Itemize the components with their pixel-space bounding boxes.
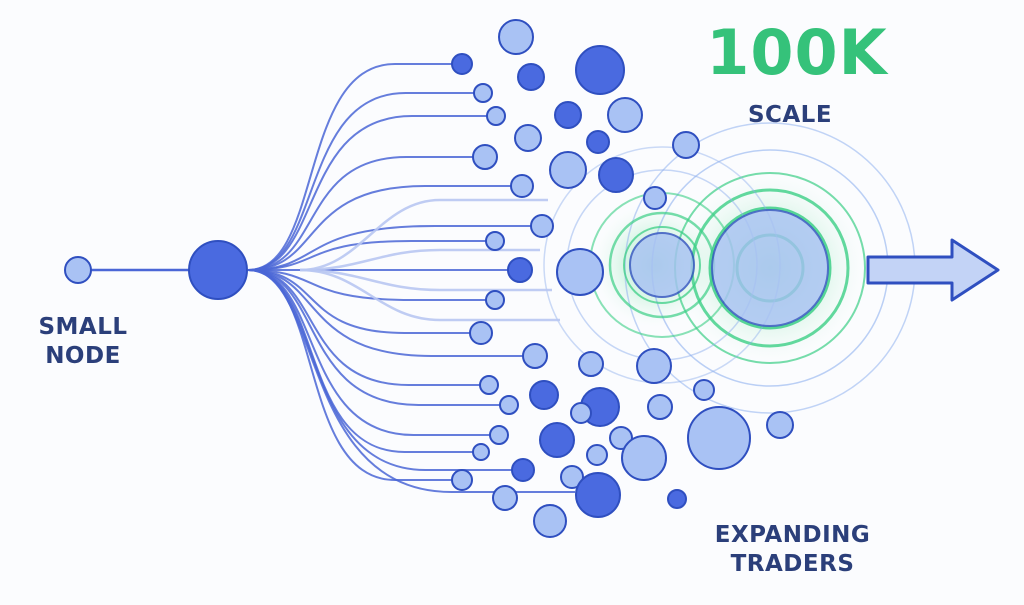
node-37: [489, 425, 509, 445]
node-41: [472, 443, 490, 461]
node-18: [530, 214, 554, 238]
node-20: [507, 257, 533, 283]
faint-branch-2: [299, 248, 540, 272]
node-14: [549, 151, 587, 189]
node-19: [485, 231, 505, 251]
small-node-label-line-2: NODE: [45, 342, 121, 369]
ripple-ring-4: [708, 206, 832, 330]
node-7: [554, 101, 582, 129]
node-15: [598, 157, 634, 193]
right-arrow-icon: [866, 238, 1000, 302]
node-35: [570, 402, 592, 424]
node-4: [517, 63, 545, 91]
node-21: [556, 248, 604, 296]
faint-branch-3: [299, 268, 552, 292]
node-8: [607, 97, 643, 133]
node-48: [575, 472, 621, 518]
node-43: [621, 435, 667, 481]
node-27: [578, 351, 604, 377]
faint-branch-1: [299, 268, 560, 322]
node-31: [693, 379, 715, 401]
branch-line-10: [247, 269, 535, 358]
node-34: [647, 394, 673, 420]
node-17: [643, 186, 667, 210]
node-3: [575, 45, 625, 95]
node-26: [522, 343, 548, 369]
node-30: [529, 380, 559, 410]
ripple-ring-10: [623, 226, 701, 304]
node-32: [499, 395, 519, 415]
node-47: [492, 485, 518, 511]
node-38: [539, 422, 575, 458]
branch-line-0: [247, 62, 462, 271]
node-44: [511, 458, 535, 482]
small-node-label: SMALL NODE: [18, 313, 148, 371]
node-6: [473, 83, 493, 103]
node-25: [469, 321, 493, 345]
branch-line-17: [247, 269, 575, 494]
arrow-shape: [866, 238, 1000, 302]
headline-value: 100K: [706, 16, 888, 89]
expanding-label-line-1: EXPANDING: [714, 522, 871, 548]
branch-line-12: [247, 269, 509, 407]
node-42: [586, 444, 608, 466]
node-5: [451, 53, 473, 75]
node-49: [667, 489, 687, 509]
faint-branch-0: [299, 198, 548, 272]
headline-caption: SCALE: [747, 102, 833, 128]
node-11: [586, 130, 610, 154]
node-22: [629, 232, 695, 298]
branch-line-16: [247, 269, 462, 482]
node-45: [560, 465, 584, 489]
node-0: [64, 256, 92, 284]
node-36: [687, 406, 751, 470]
node-10: [514, 124, 542, 152]
node-28: [636, 348, 672, 384]
node-50: [533, 504, 567, 538]
node-2: [498, 19, 534, 55]
expanding-label-line-2: TRADERS: [730, 550, 855, 577]
node-9: [486, 106, 506, 126]
node-1: [188, 240, 248, 300]
expanding-label: EXPANDING TRADERS: [690, 521, 895, 579]
node-13: [472, 144, 498, 170]
node-23: [711, 209, 829, 327]
node-24: [485, 290, 505, 310]
node-40: [766, 411, 794, 439]
node-cloud: [64, 19, 829, 538]
node-29: [479, 375, 499, 395]
node-46: [451, 469, 473, 491]
node-16: [510, 174, 534, 198]
node-12: [672, 131, 700, 159]
small-node-label-line-1: SMALL: [38, 314, 128, 340]
